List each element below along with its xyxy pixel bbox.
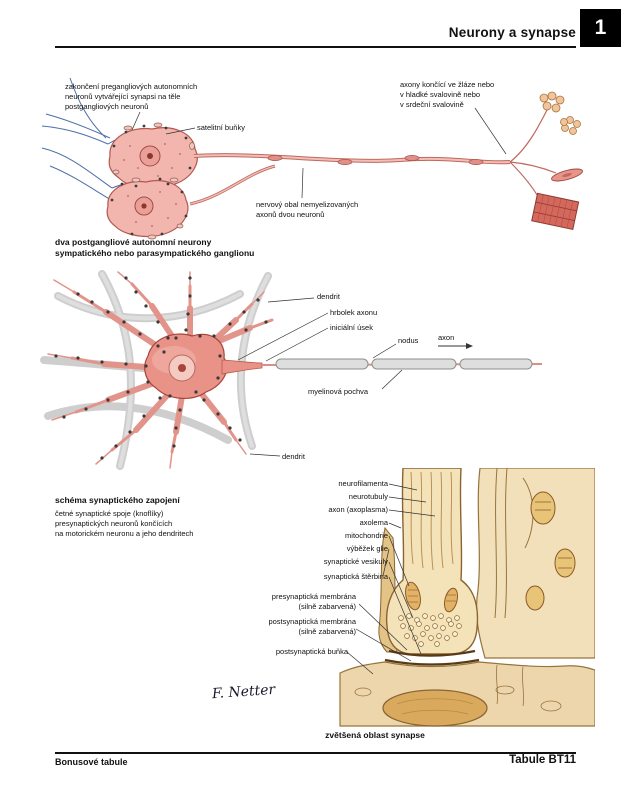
fig1-label-preganglionic-terminals: zakončení pregangliových autonomních neu…	[65, 82, 198, 111]
fig3-label-axolemma: axolema	[359, 518, 388, 527]
fig2-label-initial-segment: iniciální úsek	[330, 323, 373, 332]
plate-number: 1	[594, 16, 607, 39]
fig3-label-neurotubules: neurotubuly	[348, 492, 388, 501]
fig1-label-axon-endings: axony končící ve žláze nebo v hladké sva…	[400, 80, 495, 109]
fig3-label-neurofilaments: neurofilamenta	[338, 479, 388, 488]
fig2-label-axon-hillock: hrbolek axonu	[330, 308, 378, 317]
fig3-label-synaptic-cleft: synaptická štěrbina	[323, 572, 388, 581]
fig2-caption: schéma synaptického zapojení četné synap…	[55, 484, 193, 551]
fig3-label-synaptic-vesicles: synaptické vesikuly	[323, 557, 388, 566]
fig3-label-glial-process: výběžek glie	[346, 544, 388, 553]
fig1-label-nerve-sheath: nervový obal nemyelizovaných axonů dvou …	[256, 200, 359, 219]
figure1-ganglion-illustration	[41, 77, 583, 240]
fig2-label-node: nodus	[398, 336, 419, 345]
footer-plate-label: Tabule BT11	[509, 754, 576, 766]
fig3-label-axoplasm: axon (axoplasma)	[328, 505, 388, 514]
fig2-label-dendrite-bottom: dendrit	[282, 452, 305, 461]
fig2-caption-body: četné synaptické spoje (knoflíky) presyn…	[55, 508, 194, 539]
fig1-label-satellite-cells: satelitní buňky	[197, 123, 245, 132]
figure2-motor-neuron-illustration	[40, 270, 543, 470]
fig1-caption: dva postgangliové autonomní neurony symp…	[55, 237, 255, 259]
fig2-label-dendrite-top: dendrit	[317, 292, 340, 301]
plate-number-badge: 1	[580, 9, 621, 47]
footer-rule	[55, 752, 576, 754]
fig3-label-presynaptic-membrane: presynaptická membrána (silně zabarvená)	[271, 592, 356, 611]
fig3-label-mitochondria: mitochondrie	[345, 531, 388, 540]
fig3-label-postsynaptic-cell: postsynaptická buňka	[275, 647, 348, 656]
fig2-caption-title: schéma synaptického zapojení	[55, 495, 180, 506]
figure3-synapse-illustration	[339, 468, 595, 727]
fig2-label-myelin-sheath: myelinová pochva	[308, 387, 369, 396]
fig3-caption: zvětšená oblast synapse	[325, 730, 425, 740]
fig3-label-postsynaptic-membrane: postsynaptická membrána (silně zabarvená…	[268, 617, 356, 636]
fig2-label-axon: axon	[438, 333, 455, 342]
footer-series-label: Bonusové tabule	[55, 757, 128, 767]
page-title: Neurony a synapse	[448, 25, 576, 40]
header-rule	[55, 46, 576, 48]
